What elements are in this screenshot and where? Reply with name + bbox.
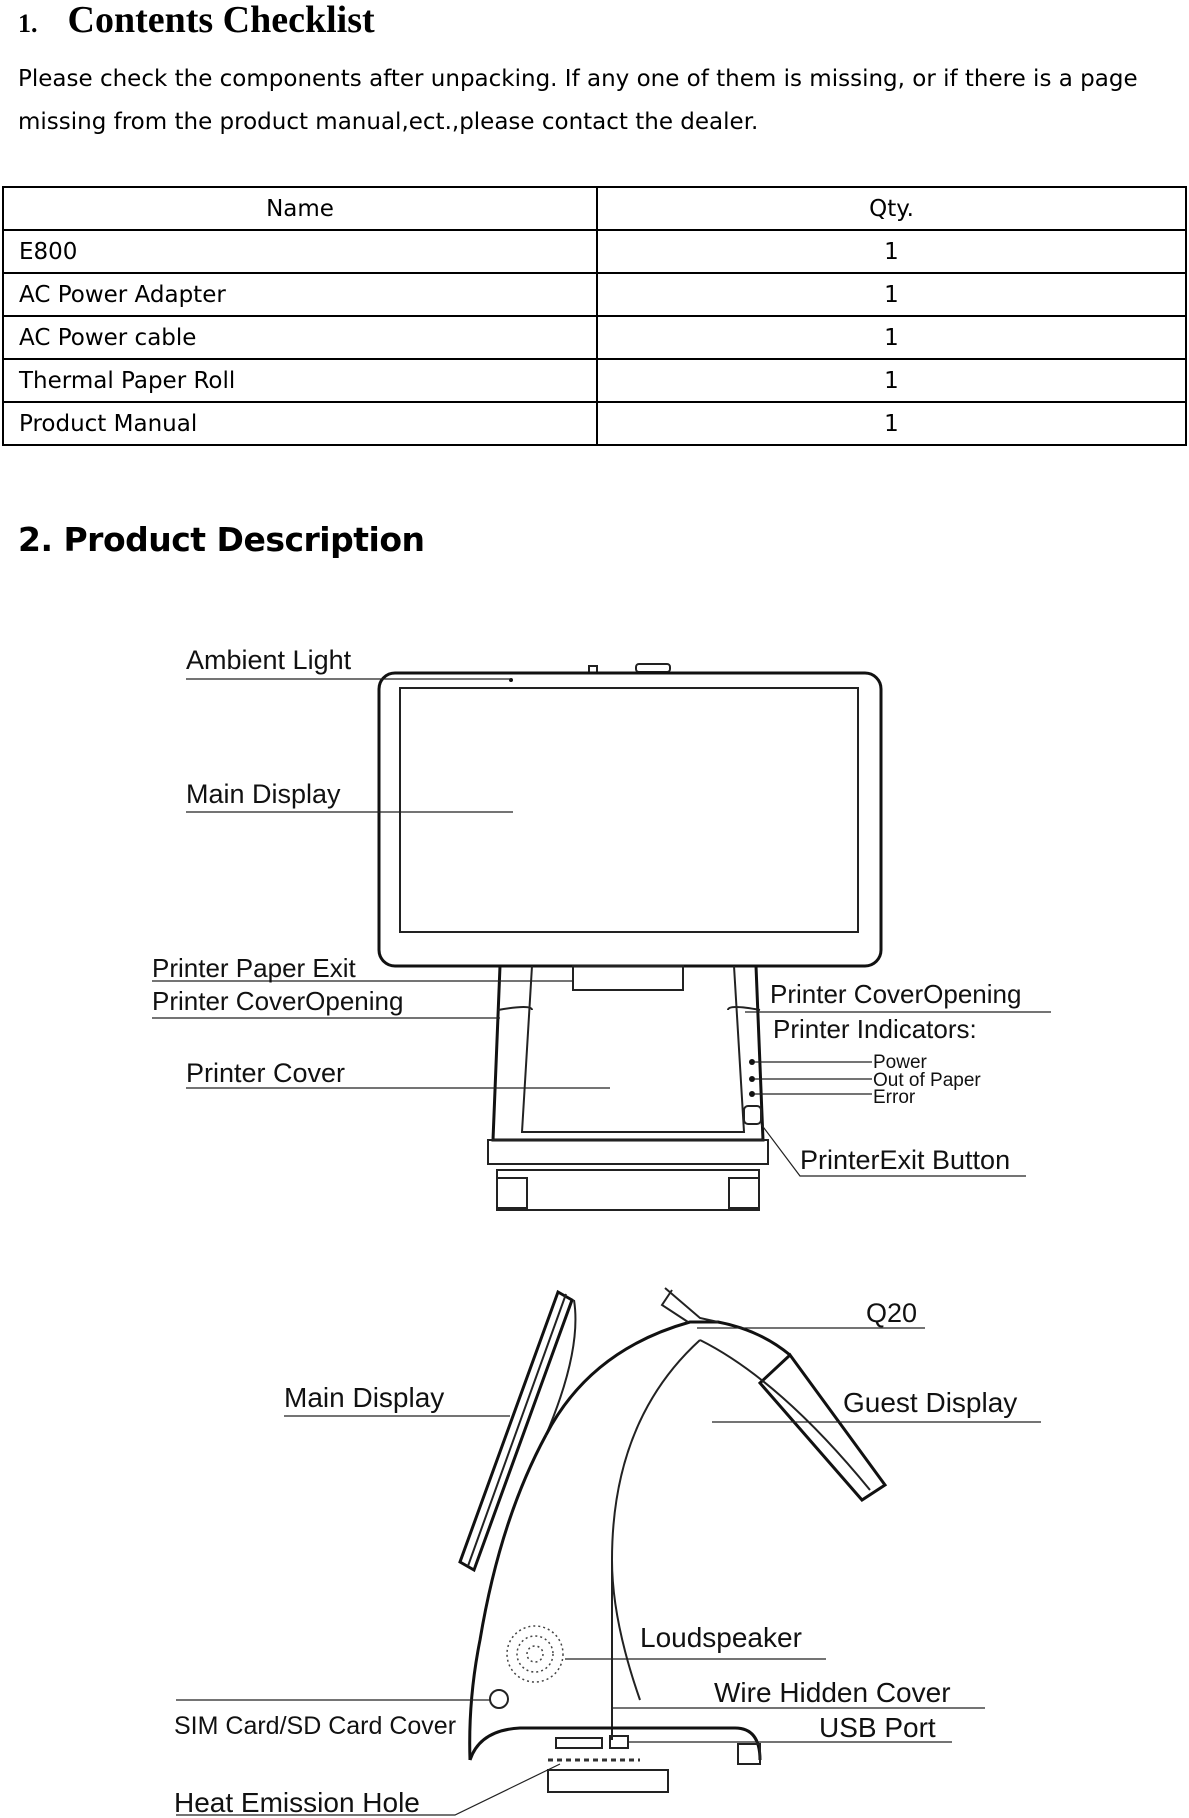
side-view-labels: Q20 Main Display Guest Display Loudspeak… <box>174 1298 1017 1818</box>
indicator-error-led <box>749 1091 755 1097</box>
section-1-heading: 1. Contents Checklist <box>18 0 375 44</box>
side-port-slot <box>555 1737 603 1749</box>
label-printer-paper-exit: Printer Paper Exit <box>152 953 357 983</box>
loudspeaker-grille-inner <box>516 1635 554 1673</box>
item-name: AC Power Adapter <box>2 272 598 317</box>
label-indicator-power: Power <box>873 1052 928 1073</box>
leader-exit-button <box>760 1123 1026 1177</box>
side-view-leader-lines <box>176 1327 1041 1816</box>
table-header-row: Name Qty. <box>2 186 1187 231</box>
item-qty: 1 <box>596 272 1187 317</box>
label-guest-display: Guest Display <box>843 1387 1017 1418</box>
item-name: Product Manual <box>2 401 598 446</box>
label-usb-port: USB Port <box>819 1712 936 1743</box>
item-qty: 1 <box>596 358 1187 403</box>
product-diagram: Ambient Light Main Display Printer Paper… <box>152 645 1051 1818</box>
label-q20: Q20 <box>866 1298 917 1328</box>
item-name: E800 <box>2 229 598 274</box>
cover-opening-right-notch <box>727 1006 761 1011</box>
label-printer-cover-opening-right: Printer CoverOpening <box>770 979 1021 1009</box>
section-1-title: Contents Checklist <box>67 0 375 41</box>
side-arm-top <box>544 1320 791 1436</box>
label-indicator-error: Error <box>873 1087 916 1108</box>
side-main-display-edge <box>467 1293 567 1567</box>
section-2-heading: 2. Product Description <box>18 520 425 559</box>
wire-cover-clip <box>737 1743 761 1765</box>
base-foot-left <box>496 1177 528 1209</box>
item-qty: 1 <box>596 229 1187 274</box>
label-sim-sd-card-cover: SIM Card/SD Card Cover <box>174 1712 456 1740</box>
usb-port <box>609 1735 629 1749</box>
table-row: Thermal Paper Roll 1 <box>2 358 1187 403</box>
item-qty: 1 <box>596 401 1187 446</box>
printer-body <box>491 965 765 1142</box>
q20-module <box>664 1287 719 1323</box>
loudspeaker-grille-center <box>526 1645 544 1663</box>
stand-rear-curve <box>610 1339 701 1701</box>
printer-cover <box>520 965 746 1133</box>
sim-card-cover <box>489 1689 509 1709</box>
guest-display-panel <box>757 1352 888 1502</box>
table-row: E800 1 <box>2 229 1187 274</box>
cover-opening-left-notch <box>497 1006 533 1011</box>
item-name: AC Power cable <box>2 315 598 360</box>
base-front <box>487 1139 769 1165</box>
indicator-power-led <box>749 1059 755 1065</box>
side-base-bottom <box>547 1769 669 1793</box>
contents-checklist-table: Name Qty. E800 1 AC Power Adapter 1 AC P… <box>2 186 1187 446</box>
table-row: AC Power cable 1 <box>2 315 1187 360</box>
front-view-labels: Ambient Light Main Display Printer Paper… <box>152 645 1021 1175</box>
leader-heat-emission-hole <box>176 1763 561 1816</box>
label-printer-exit-button: PrinterExit Button <box>800 1145 1010 1175</box>
side-main-display-panel <box>458 1289 574 1573</box>
item-name: Thermal Paper Roll <box>2 358 598 403</box>
side-base <box>468 1726 762 1761</box>
side-display-hinge <box>545 1299 577 1436</box>
front-view-leader-lines <box>152 678 1051 1177</box>
label-printer-cover-opening-left: Printer CoverOpening <box>152 986 403 1016</box>
label-main-display: Main Display <box>186 779 341 809</box>
label-printer-indicators: Printer Indicators: <box>773 1014 977 1044</box>
stand-front-curve <box>468 1434 548 1761</box>
table-row: Product Manual 1 <box>2 401 1187 446</box>
table-row: AC Power Adapter 1 <box>2 272 1187 317</box>
front-view-drawing <box>377 663 883 1211</box>
column-header-qty: Qty. <box>596 186 1187 231</box>
label-wire-hidden-cover: Wire Hidden Cover <box>714 1677 951 1708</box>
base-plate <box>496 1169 760 1211</box>
indicator-out-of-paper-led <box>749 1076 755 1082</box>
label-side-main-display: Main Display <box>284 1382 444 1413</box>
label-loudspeaker: Loudspeaker <box>640 1622 802 1653</box>
printer-paper-exit-slot <box>572 965 684 991</box>
item-qty: 1 <box>596 315 1187 360</box>
q20-module-top <box>660 1289 689 1323</box>
main-display-screen <box>399 687 859 933</box>
label-ambient-light: Ambient Light <box>186 645 352 675</box>
monitor-bezel <box>377 671 883 968</box>
label-heat-emission-hole: Heat Emission Hole <box>174 1787 420 1818</box>
column-header-name: Name <box>2 186 598 231</box>
loudspeaker-grille <box>506 1625 564 1683</box>
top-button-large <box>635 663 671 673</box>
label-indicator-out-of-paper: Out of Paper <box>873 1070 981 1091</box>
guest-display-inner-edge <box>699 1339 871 1491</box>
label-printer-cover: Printer Cover <box>186 1058 345 1088</box>
base-foot-right <box>728 1177 760 1209</box>
intro-paragraph: Please check the components after unpack… <box>18 66 1138 135</box>
section-1-number: 1. <box>18 9 38 38</box>
printer-exit-button <box>743 1105 762 1125</box>
